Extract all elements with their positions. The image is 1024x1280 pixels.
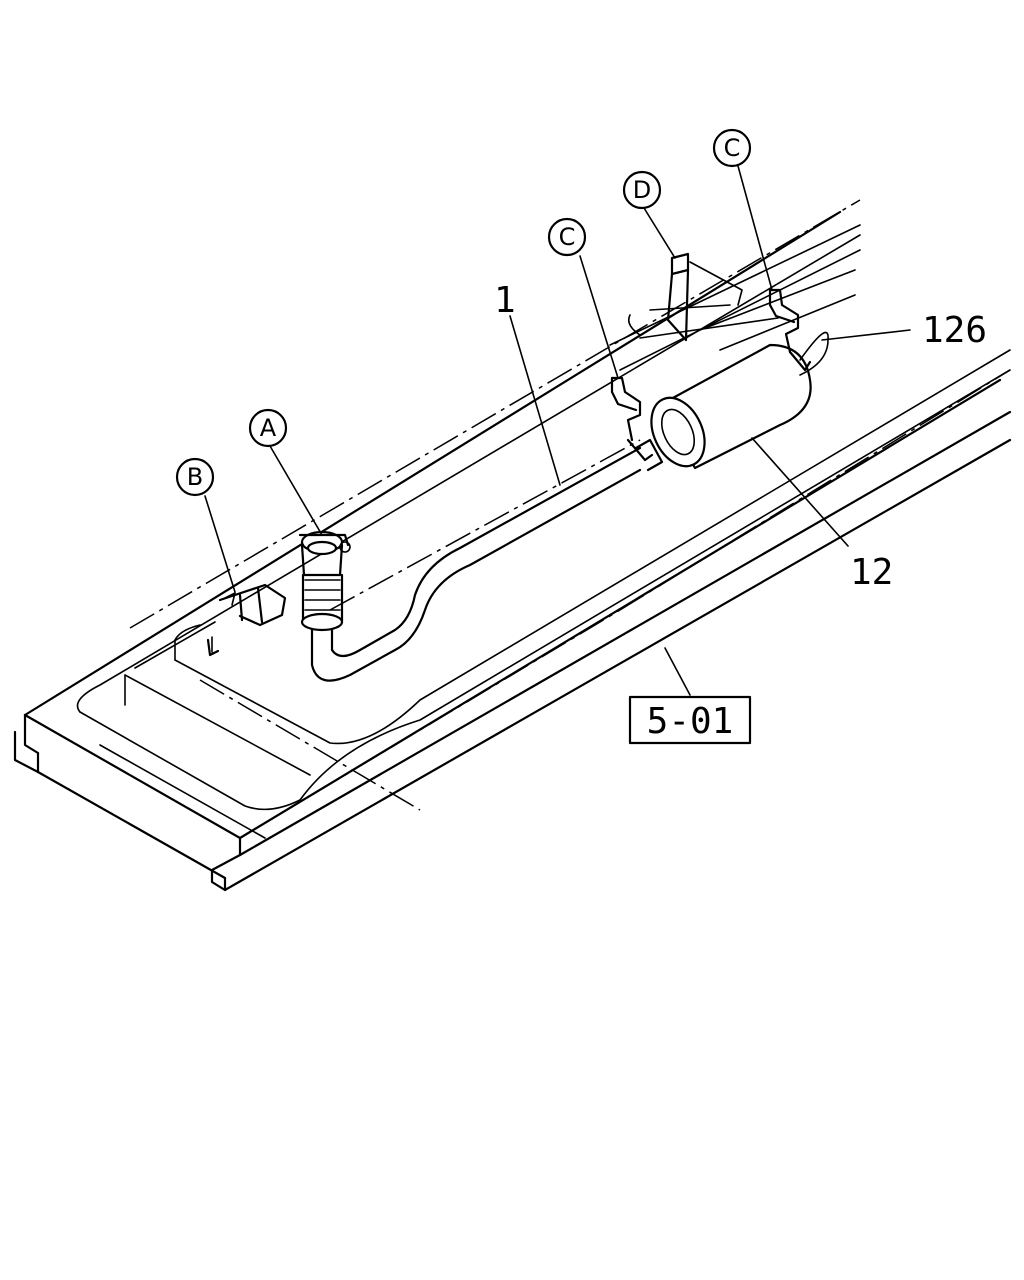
centerlines xyxy=(129,199,1011,839)
reference-box[interactable]: 5-01 xyxy=(628,695,752,745)
muffler xyxy=(634,331,829,472)
hanger-b xyxy=(206,583,287,657)
callout-c-right: C xyxy=(712,128,752,168)
callout-b: B xyxy=(175,457,215,497)
hanger-d xyxy=(627,252,779,342)
callout-b-label: B xyxy=(187,463,203,491)
callout-d: D xyxy=(622,170,662,210)
part-number-126: 126 xyxy=(922,310,987,351)
part-number-12: 12 xyxy=(850,552,893,593)
muffler-clamps xyxy=(610,288,812,462)
part-number-1: 1 xyxy=(494,280,516,321)
leader-lines xyxy=(204,165,911,696)
flex-joint xyxy=(298,530,351,632)
exhaust-pipe xyxy=(310,446,642,682)
callout-c-left: C xyxy=(547,217,587,257)
callout-c-right-label: C xyxy=(724,134,741,162)
reference-box-label: 5-01 xyxy=(647,701,734,742)
callout-c-left-label: C xyxy=(559,223,576,251)
callout-a-label: A xyxy=(260,414,277,442)
callout-a: A xyxy=(248,408,288,448)
callout-d-label: D xyxy=(633,176,651,204)
